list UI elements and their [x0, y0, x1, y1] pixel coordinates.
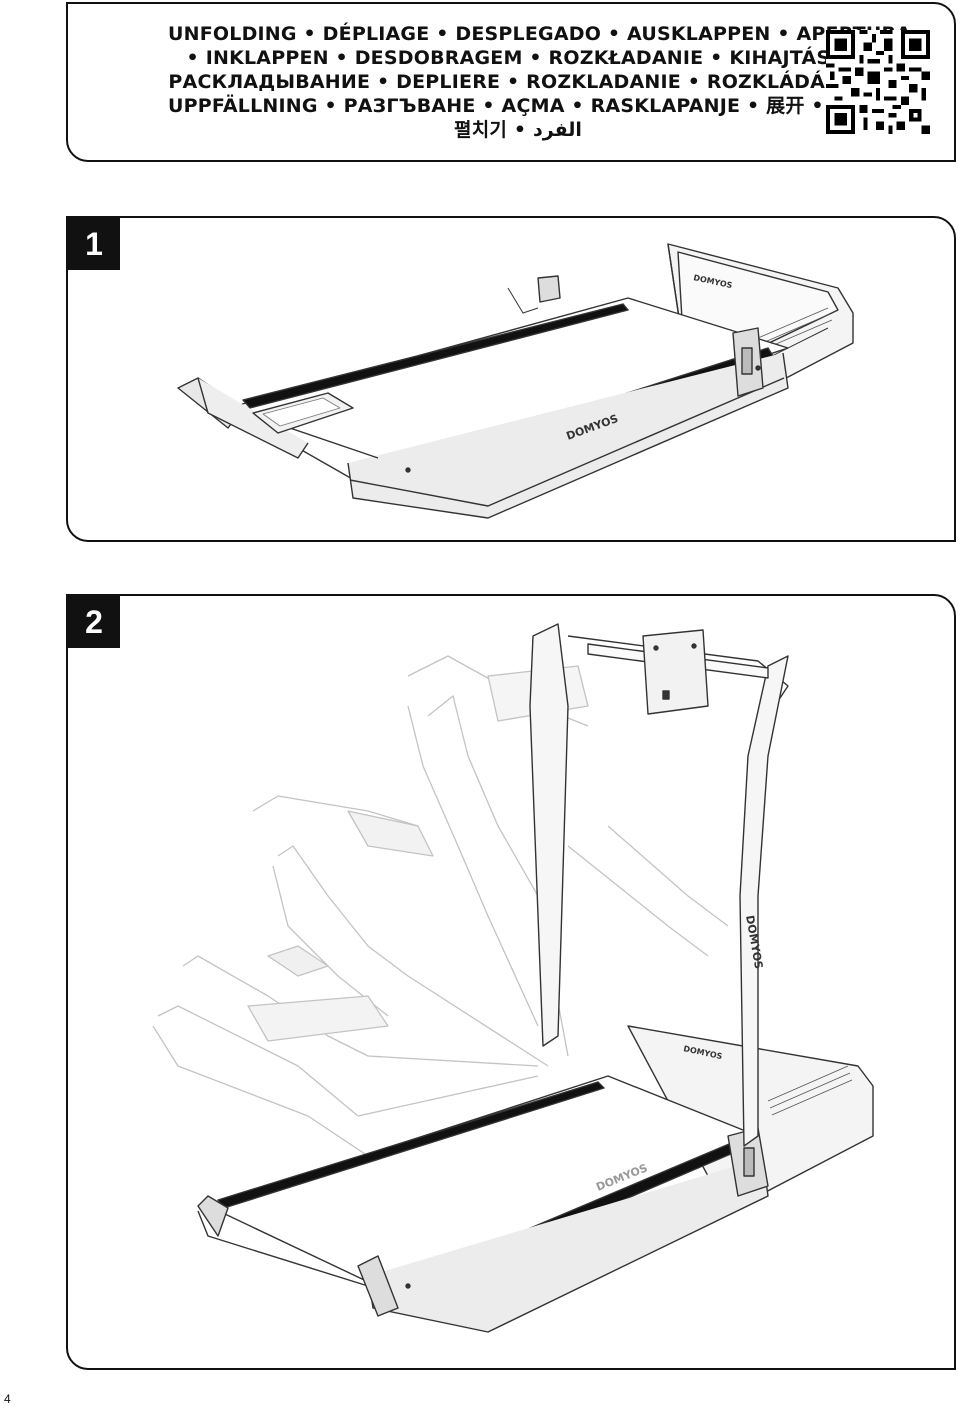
step-1-badge: 1 — [68, 218, 120, 270]
unfolding-sequence-illustration: DOMYOS DOMYOS DOMYOS — [152, 623, 874, 1333]
step-1-panel: 1 — [66, 216, 956, 542]
title-line-3: РАСКЛАДЫВАНИЕ • DEPLIERE • ROZKLADANIE •… — [168, 71, 868, 93]
multilingual-title: UNFOLDING • DÉPLIAGE • DESPLEGADO • AUSK… — [168, 22, 912, 142]
title-line-5: 펼치기 • الفرد — [454, 119, 582, 141]
title-box: UNFOLDING • DÉPLIAGE • DESPLEGADO • AUSK… — [66, 2, 956, 162]
step-2-badge: 2 — [68, 596, 120, 648]
title-line-1: UNFOLDING • DÉPLIAGE • DESPLEGADO • AUSK… — [168, 23, 912, 45]
folded-treadmill-illustration: DOMYOS DOMYOS — [177, 243, 854, 519]
title-line-4: UPPFÄLLNING • РАЗГЪВАНЕ • AÇMA • RASKLAP… — [168, 95, 889, 117]
title-line-2: • INKLAPPEN • DESDOBRAGEM • ROZKŁADANIE … — [186, 47, 850, 69]
step-2-panel: 2 — [66, 594, 956, 1370]
page-number: 4 — [4, 1392, 11, 1406]
qr-code-icon[interactable] — [826, 30, 930, 134]
